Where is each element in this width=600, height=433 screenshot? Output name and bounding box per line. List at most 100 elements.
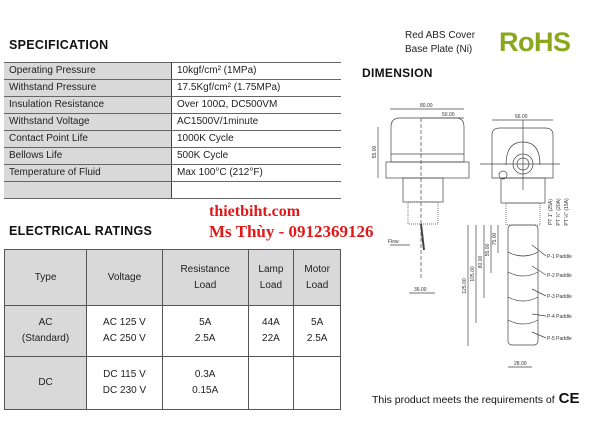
paddle-2: P-2 Paddle	[547, 273, 572, 279]
spec-value: AC1500V/1minute	[171, 113, 341, 131]
cell-line: Load	[194, 279, 217, 291]
cell-line: 2.5A	[194, 333, 216, 344]
compliance-text: This product meets the requirements of	[372, 394, 555, 406]
dim-125: 125.00	[462, 278, 468, 294]
spec-label: Insulation Resistance	[4, 96, 172, 114]
pt-1-2: PT ½" (15A)	[563, 198, 570, 226]
paddle-5: P-5 Paddle	[547, 336, 572, 342]
cell-line: 0.3A	[194, 369, 216, 380]
spec-label: Bellows Life	[4, 147, 172, 165]
cell-line: (Standard)	[21, 333, 70, 344]
spec-label: Withstand Pressure	[4, 79, 172, 97]
pt-1: PT 1" (25A)	[548, 199, 554, 225]
cell-line: AC 125 V	[103, 317, 146, 328]
header-cell: Type	[3, 249, 88, 306]
cell-line: 44A	[262, 317, 280, 328]
dim-36: 36.00	[414, 287, 427, 293]
spec-value: 1000K Cycle	[171, 130, 341, 148]
spec-value: 10kgf/cm² (1MPa)	[171, 62, 341, 80]
material-cover: Red ABS Cover	[405, 30, 476, 41]
dim-75: 75.00	[492, 233, 498, 246]
motor-cell: 5A 2.5A	[293, 305, 341, 357]
resistance-cell: 5A 2.5A	[161, 305, 249, 357]
watermark-contact: Ms Thùy - 0912369126	[209, 222, 374, 241]
ce-mark: CE	[558, 390, 580, 407]
type-cell: DC	[3, 356, 88, 410]
spec-label: Operating Pressure	[4, 62, 172, 80]
cell-line: AC 250 V	[103, 333, 146, 344]
spec-value: Over 100Ω, DC500VM	[171, 96, 341, 114]
cell-line: Voltage	[107, 271, 142, 283]
spec-label: Contact Point Life	[4, 130, 172, 148]
spec-value: 500K Cycle	[171, 147, 341, 165]
spec-label: Withstand Voltage	[4, 113, 172, 131]
header-cell: Voltage	[86, 249, 163, 306]
dimension-heading: DIMENSION	[362, 66, 433, 80]
spec-label	[4, 181, 172, 199]
type-cell: AC (Standard)	[3, 305, 88, 357]
dim-80: 80.00	[420, 103, 433, 109]
cell-line: Type	[34, 271, 57, 283]
dim-55-depth: 55.00	[485, 244, 491, 257]
spec-value	[171, 181, 341, 199]
flow-label: Flow	[388, 239, 399, 245]
lamp-cell	[247, 356, 295, 410]
paddle-4: P-4 Paddle	[547, 314, 572, 320]
material-note: Red ABS Cover Base Plate (Ni)	[405, 29, 475, 57]
cell-line: 5A	[311, 317, 324, 328]
front-view	[467, 119, 560, 368]
dim-28: 28.00	[514, 361, 527, 367]
material-base: Base Plate (Ni)	[405, 44, 473, 55]
motor-cell	[293, 356, 341, 410]
dim-55: 55.00	[372, 146, 378, 159]
cell-line: 22A	[262, 333, 280, 344]
cell-line: Load	[259, 279, 283, 291]
spec-row	[4, 181, 341, 199]
pt-3-4: PT ¾" (20A)	[556, 198, 562, 226]
spec-label: Temperature of Fluid	[4, 164, 172, 182]
cell-line: 0.15A	[192, 385, 219, 396]
side-view	[377, 108, 470, 294]
specification-heading: SPECIFICATION	[9, 38, 109, 52]
cell-line: Motor	[304, 263, 330, 275]
cell-line: 5A	[199, 317, 212, 328]
cell-line: DC 115 V	[103, 369, 146, 380]
dim-50: 50.00	[442, 112, 455, 118]
dim-80-depth: 80.00	[478, 256, 484, 269]
paddle-3: P-3 Paddle	[547, 294, 572, 300]
cell-line: Load	[306, 279, 329, 291]
watermark-site: thietbiht.com	[209, 203, 301, 220]
cell-line: DC	[38, 377, 53, 388]
dimension-drawing: 80.00 50.00 55.00 66.00 36.00 28.00 Flow…	[372, 103, 572, 368]
spec-value: Max 100°C (212°F)	[171, 164, 341, 182]
voltage-cell: AC 125 V AC 250 V	[86, 305, 163, 357]
cell-line: 2.5A	[306, 333, 328, 344]
paddle-1: P-1 Paddle	[547, 254, 572, 260]
cell-line: AC	[38, 317, 53, 328]
cell-line: Lamp	[258, 263, 284, 275]
spec-value: 17.5Kgf/cm² (1.75MPa)	[171, 79, 341, 97]
dim-105: 105.00	[470, 266, 476, 282]
rohs-logo: RoHS	[499, 27, 571, 57]
dim-66: 66.00	[515, 114, 528, 120]
cell-line: Resistance	[180, 263, 230, 275]
electrical-ratings-heading: ELECTRICAL RATINGS	[9, 224, 153, 238]
